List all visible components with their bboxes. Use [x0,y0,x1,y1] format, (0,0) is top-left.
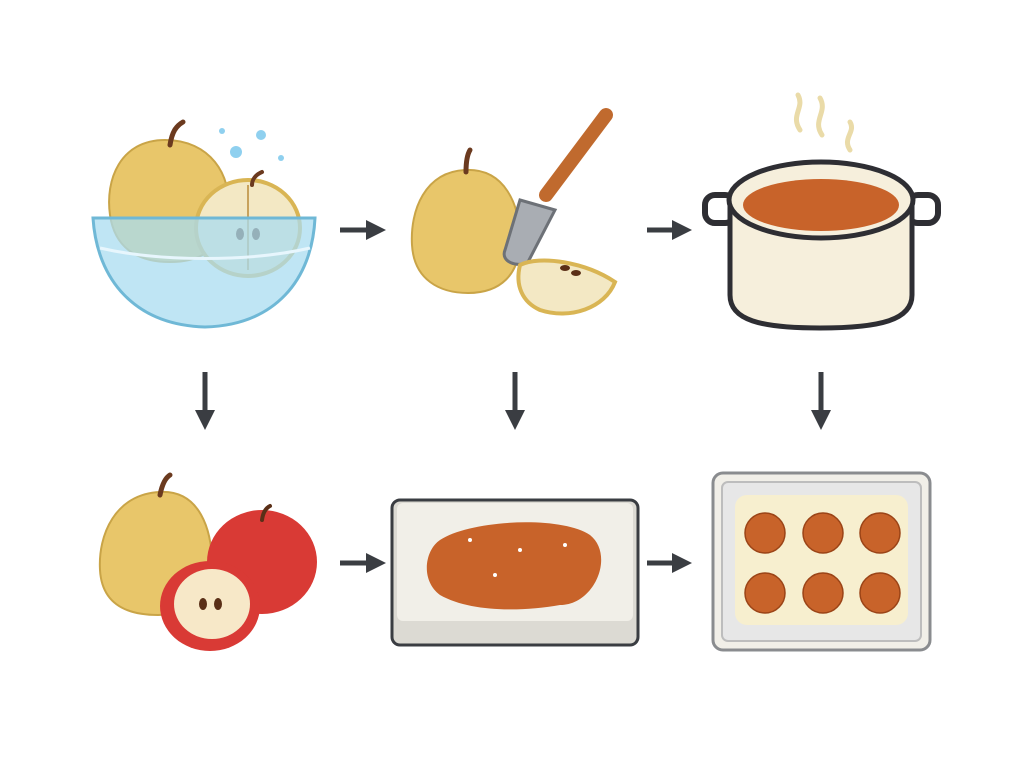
pot-cooking-icon [702,92,941,331]
baking-tray-with-balls-icon [711,471,932,652]
paste-on-tray-icon [390,498,640,647]
pear-and-apple-icon [98,472,317,651]
pear-peeling-and-slicing-icon [410,108,618,316]
pears-washing-in-bowl-icon [91,119,317,329]
